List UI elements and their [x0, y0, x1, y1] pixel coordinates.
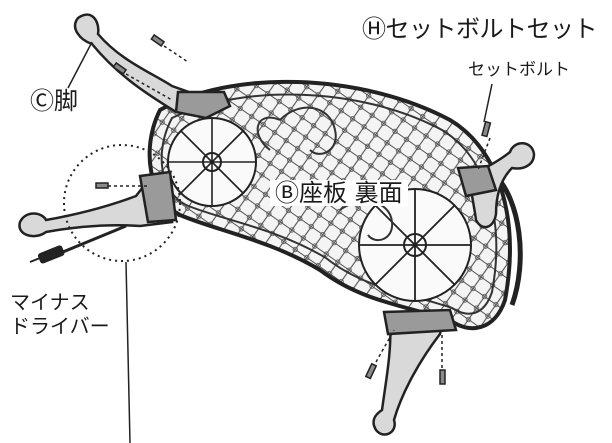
screwdriver-label-line2: ドライバー	[10, 314, 110, 338]
leg-label: Ⓒ脚	[30, 87, 78, 115]
leader-lines	[67, 41, 493, 443]
screwdriver	[29, 224, 127, 264]
leg-left	[18, 170, 178, 238]
bolt-group	[95, 33, 492, 385]
detail-circle	[63, 144, 181, 262]
bolt-label: セットボルト	[468, 60, 570, 80]
leg-bottom	[372, 308, 458, 436]
rosette-right	[358, 188, 472, 302]
bolt-set-label: Ⓗセットボルトセット	[362, 15, 598, 43]
screwdriver-label-line1: マイナス	[10, 290, 90, 314]
leg-right	[456, 142, 536, 229]
screwdriver-label: マイナス ドライバー	[10, 290, 110, 338]
leg-top-left	[73, 13, 232, 120]
seat-back-label: Ⓑ座板 裏面	[270, 180, 408, 206]
rosette-left	[167, 117, 257, 207]
